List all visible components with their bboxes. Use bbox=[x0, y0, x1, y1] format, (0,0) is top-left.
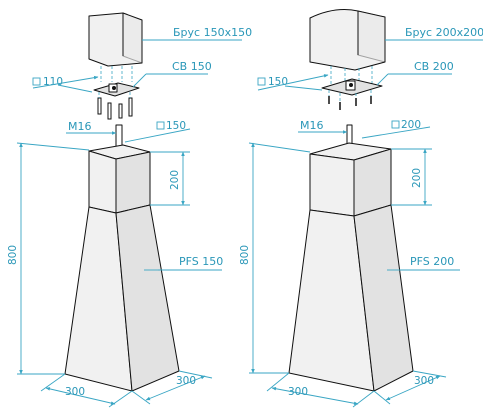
left-beam-label: Брус 150х150 bbox=[173, 26, 252, 39]
left-stud-label-group: М16 bbox=[66, 120, 117, 135]
left-assembly: Брус 150х150 СВ 150 110 М16 150 200 bbox=[7, 12, 252, 408]
right-base-label: PFS 200 bbox=[410, 255, 454, 268]
left-beam-label-group: Брус 150х150 bbox=[142, 26, 252, 41]
left-top-size-group: 150 bbox=[124, 120, 191, 143]
right-height-top-group: 200 bbox=[391, 148, 432, 206]
right-base-label-group: PFS 200 bbox=[387, 255, 460, 271]
left-height-top-group: 200 bbox=[150, 151, 190, 206]
right-plate bbox=[321, 78, 383, 96]
right-beam-label-group: Брус 200х200 bbox=[385, 26, 483, 41]
left-base-w1-group: 300 bbox=[40, 373, 133, 408]
right-height-top: 200 bbox=[411, 168, 423, 188]
right-base-w2: 300 bbox=[414, 375, 434, 387]
left-top-size: 150 bbox=[166, 120, 186, 132]
left-base-w1: 300 bbox=[65, 386, 85, 398]
right-pedestal bbox=[288, 142, 414, 392]
left-base-w2: 300 bbox=[176, 375, 196, 387]
right-base-w1-group: 300 bbox=[266, 372, 375, 408]
right-plate-size-group: 150 bbox=[257, 74, 329, 91]
left-plate-label: СВ 150 bbox=[172, 60, 212, 73]
left-plate-label-group: СВ 150 bbox=[132, 60, 212, 88]
right-top-size: 200 bbox=[401, 119, 421, 131]
left-beam bbox=[88, 12, 143, 67]
left-base-label-group: PFS 150 bbox=[144, 255, 223, 271]
right-beam-label: Брус 200х200 bbox=[405, 26, 483, 39]
left-lower-bolts bbox=[97, 92, 133, 120]
left-stud-label: М16 bbox=[68, 120, 92, 133]
right-beam bbox=[309, 9, 386, 71]
right-height-total-group: 800 bbox=[239, 142, 311, 374]
right-base-w1: 300 bbox=[288, 386, 308, 398]
right-lower-bolts bbox=[328, 90, 372, 110]
right-plate-label: СВ 200 bbox=[414, 60, 454, 73]
left-upper-bolts bbox=[100, 66, 133, 82]
left-pedestal bbox=[64, 144, 180, 392]
right-plate-label-group: СВ 200 bbox=[376, 60, 454, 86]
right-height-total: 800 bbox=[239, 245, 251, 265]
right-stud-label: М16 bbox=[300, 119, 324, 132]
left-height-total-group: 800 bbox=[7, 142, 90, 375]
right-top-size-group: 200 bbox=[361, 119, 431, 139]
right-stud-label-group: М16 bbox=[298, 119, 348, 134]
left-plate bbox=[93, 82, 140, 97]
left-height-total: 800 bbox=[7, 245, 19, 265]
left-height-top: 200 bbox=[169, 170, 181, 190]
left-base-label: PFS 150 bbox=[179, 255, 223, 268]
left-base-w2-group: 300 bbox=[131, 370, 213, 405]
right-base-w2-group: 300 bbox=[373, 370, 447, 405]
right-assembly: Брус 200х200 СВ 200 150 М16 200 200 bbox=[239, 9, 483, 408]
left-plate-size-group: 110 bbox=[32, 75, 99, 93]
right-upper-bolts bbox=[330, 66, 373, 86]
